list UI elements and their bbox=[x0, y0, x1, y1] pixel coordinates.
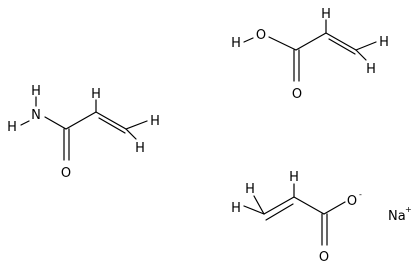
bond-n-c1 bbox=[44, 116, 67, 130]
amide-nitrogen-label: N bbox=[31, 108, 41, 123]
acrylic-acid-molecule: H O O H H H bbox=[231, 7, 389, 102]
terminal-hydrogen-up-label: H bbox=[245, 182, 255, 197]
bond-c3-h-left bbox=[243, 205, 265, 215]
bond-c3-h-up bbox=[253, 195, 265, 215]
bond-c2-c1 bbox=[293, 196, 325, 215]
bond-c1-c2 bbox=[295, 32, 327, 51]
terminal-hydrogen-down-label: H bbox=[366, 62, 376, 77]
bond-c2-c3-double-a bbox=[95, 111, 127, 130]
bond-o-c1 bbox=[268, 36, 297, 51]
carbonyl-oxygen-label: O bbox=[319, 250, 329, 265]
bond-c3-c2-double-a bbox=[263, 196, 295, 215]
bond-c1-o-anion bbox=[323, 201, 346, 215]
bond-c1-c2 bbox=[65, 111, 97, 130]
hydroxyl-hydrogen-label: H bbox=[231, 36, 241, 51]
terminal-hydrogen-left-label: H bbox=[231, 201, 241, 216]
bond-c3-c2-double-b bbox=[265, 203, 294, 221]
amide-hydrogen-top-label: H bbox=[31, 84, 41, 99]
sodium-charge-label: + bbox=[405, 205, 412, 214]
bond-c3-h-down bbox=[355, 49, 367, 61]
terminal-hydrogen-right-label: H bbox=[150, 114, 160, 129]
bond-oh-h bbox=[243, 37, 254, 43]
bond-n-h-left bbox=[20, 120, 30, 126]
bond-c2-c3-double-b bbox=[98, 117, 126, 134]
anion-oxygen-label: O bbox=[347, 194, 357, 209]
terminal-hydrogen-down-label: H bbox=[135, 141, 145, 156]
carbonyl-oxygen-label: O bbox=[61, 166, 71, 181]
bond-c2-c3-double-b bbox=[328, 38, 356, 55]
alpha-hydrogen-label: H bbox=[91, 87, 101, 102]
bond-c3-h-right bbox=[355, 41, 377, 51]
sodium-label: Na bbox=[388, 209, 406, 224]
bond-c3-h-right bbox=[125, 120, 148, 130]
hydroxyl-oxygen-label: O bbox=[256, 28, 266, 43]
bond-c3-h-down bbox=[125, 128, 137, 140]
sodium-acrylate-molecule: H H H O - O Na + bbox=[231, 170, 412, 265]
terminal-hydrogen-right-label: H bbox=[379, 35, 389, 50]
carbonyl-oxygen-label: O bbox=[292, 87, 302, 102]
bond-c2-c3-double-a bbox=[325, 32, 357, 51]
alpha-hydrogen-label: H bbox=[289, 170, 299, 185]
acrylamide-molecule: H N H O H H H bbox=[7, 84, 160, 181]
anion-charge-label: - bbox=[359, 190, 362, 199]
amide-hydrogen-left-label: H bbox=[7, 120, 17, 135]
alpha-hydrogen-label: H bbox=[321, 7, 331, 22]
